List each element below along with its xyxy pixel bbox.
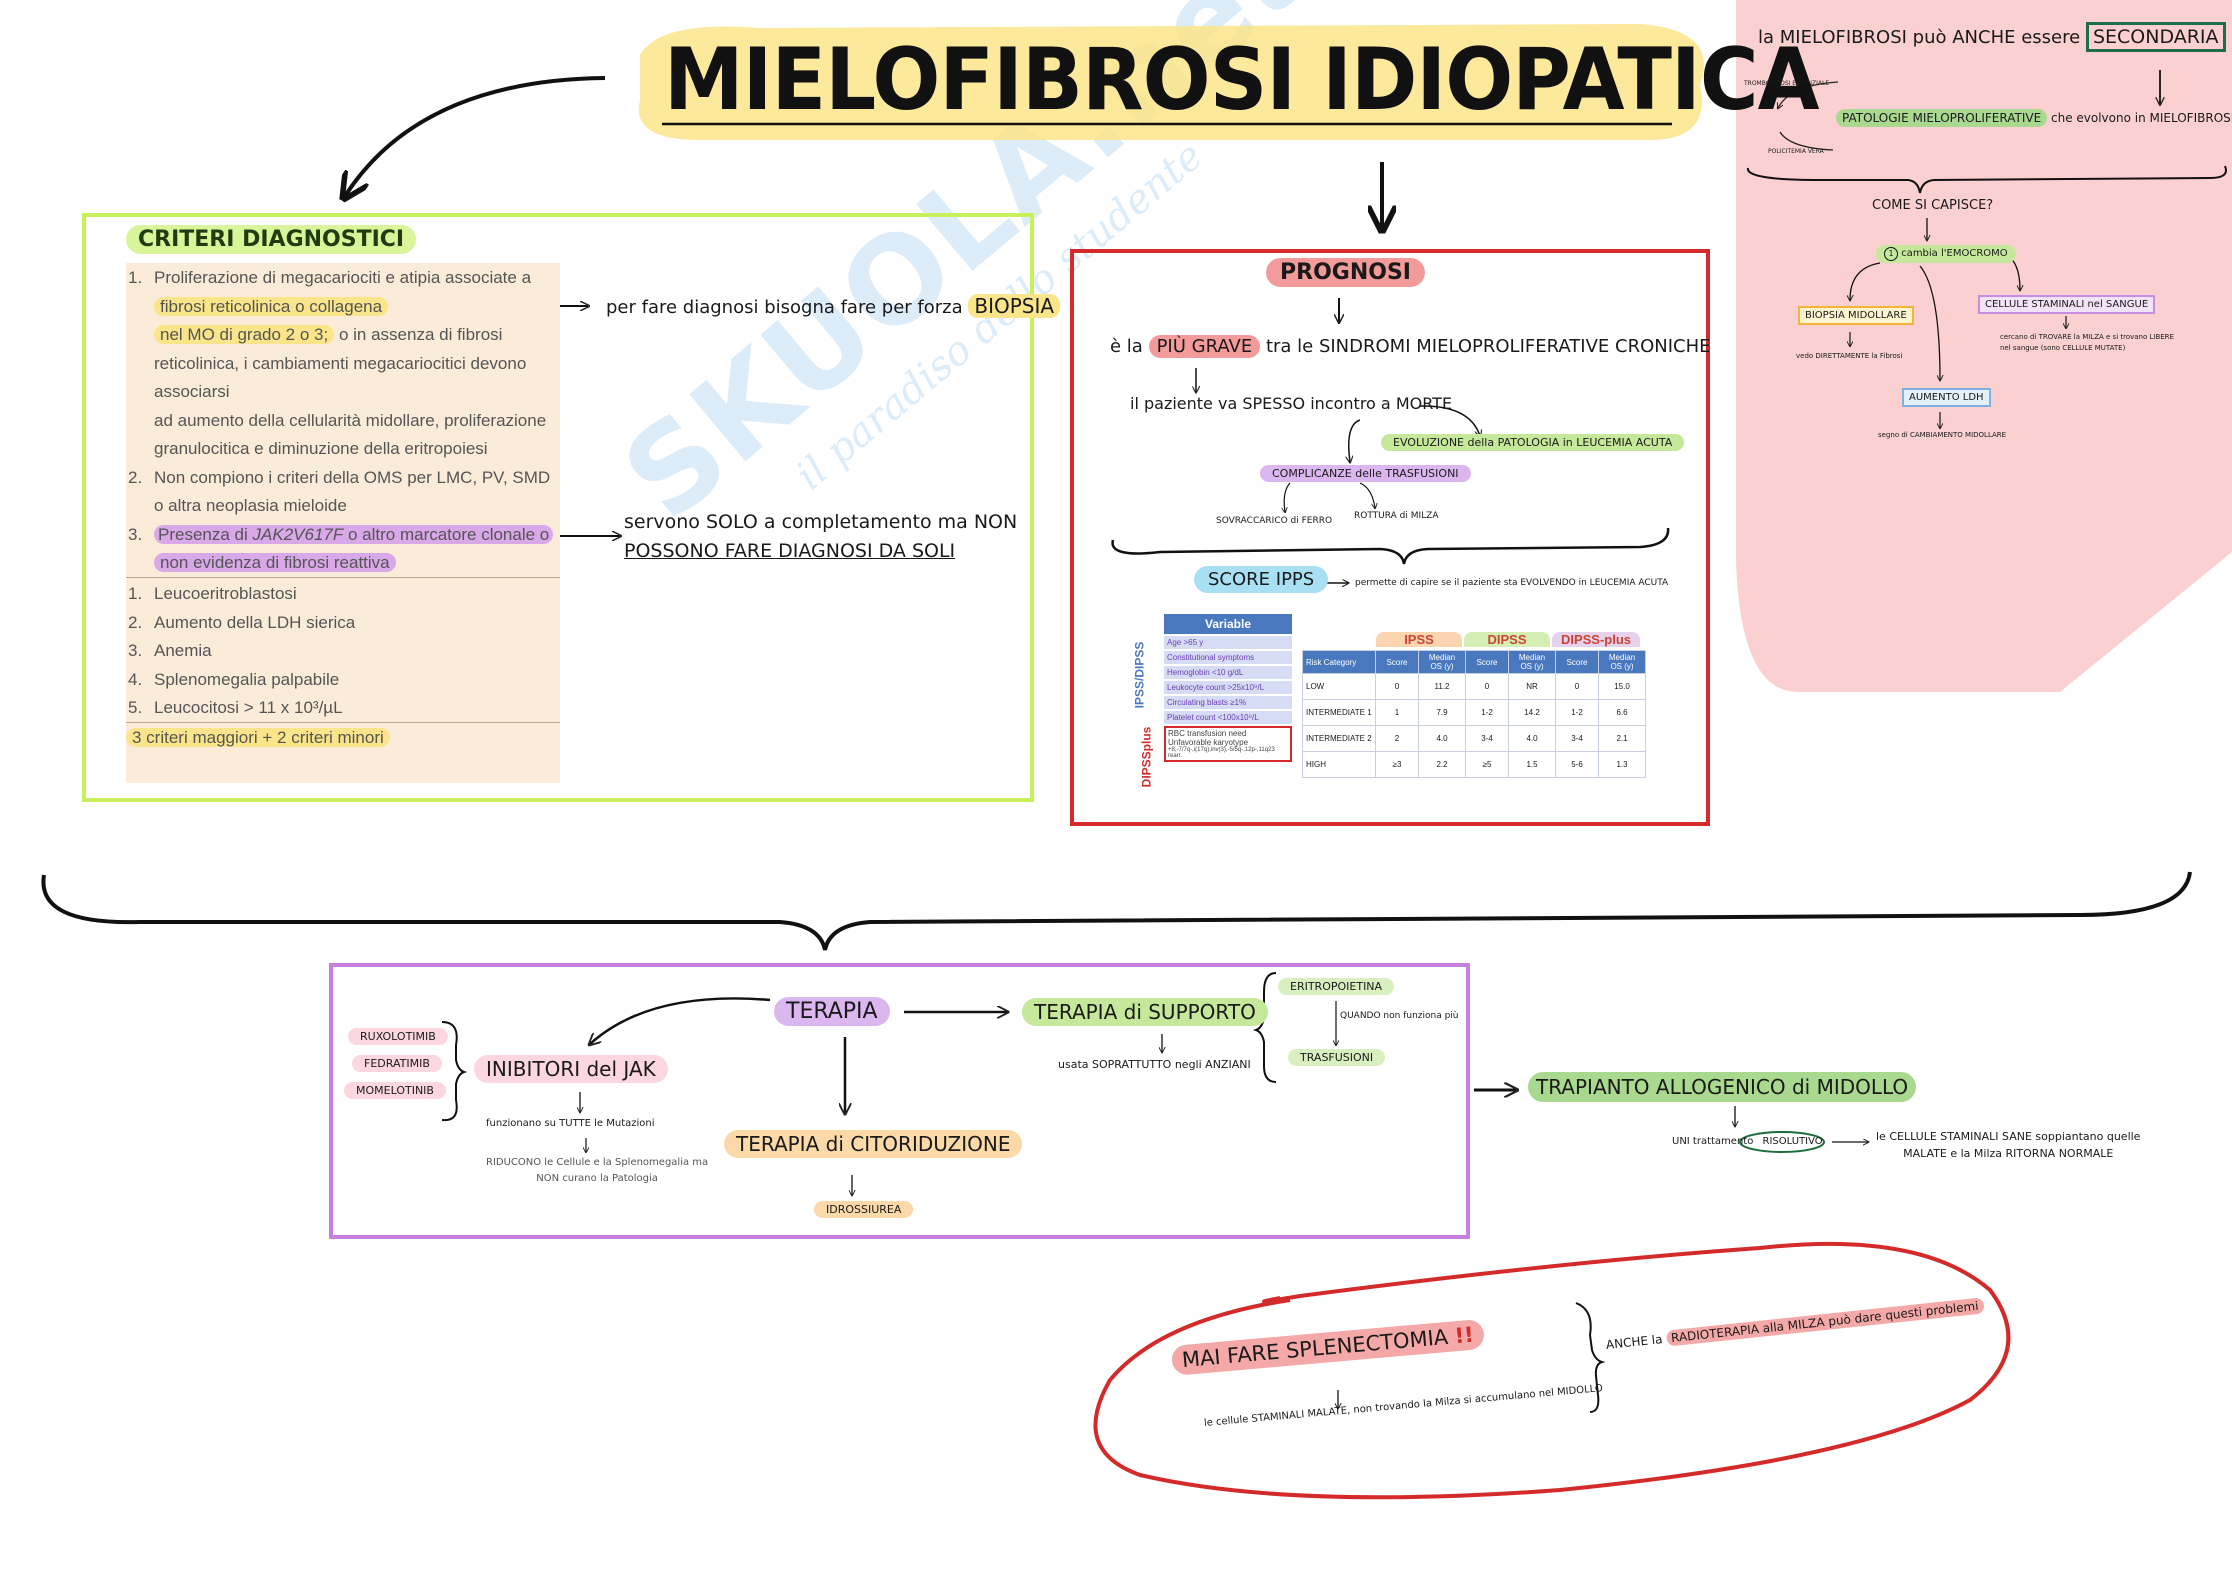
score-group-headers: IPSS DIPSS DIPSS-plus <box>1302 632 1646 650</box>
evolution-badge: EVOLUZIONE della PATOLOGIA in LEUCEMIA A… <box>1381 434 1685 451</box>
biopsia-note: vedo DIRETTAMENTE la Fibrosi <box>1796 352 1903 360</box>
highlight-mo-grado: nel MO di grado 2 o 3; <box>154 325 335 344</box>
transplant-badge: TRAPIANTO ALLOGENICO di MIDOLLO <box>1528 1072 1917 1102</box>
criteria-panel-bg <box>126 263 560 783</box>
criteria-heading: CRITERI DIAGNOSTICI <box>126 225 417 254</box>
support-badge: TERAPIA di SUPPORTO <box>1022 998 1268 1026</box>
criteria-minor-1: 1.Leucoeritroblastosi <box>128 584 297 603</box>
ldh-note: segno di CAMBIAMENTO MIDOLLARE <box>1878 431 2007 439</box>
secondary-title: la MIELOFIBROSI può ANCHE essere SECONDA… <box>1758 22 2226 52</box>
trasfusioni-badge: TRASFUSIONI <box>1288 1049 1386 1066</box>
cito-badge: TERAPIA di CITORIDUZIONE <box>724 1130 1023 1158</box>
variables-header: Variable <box>1164 614 1292 634</box>
patologie-highlight: PATOLOGIE MIELOPROLIFERATIVE <box>1836 109 2048 127</box>
criteria-minor-2: 2.Aumento della LDH sierica <box>128 612 356 632</box>
biopsy-highlight: BIOPSIA <box>968 294 1061 318</box>
prognosis-line2: il paziente va SPESSO incontro a MORTE <box>1130 394 1453 413</box>
item-num: 1. <box>128 268 143 287</box>
dipssplus-variables: RBC transfusion need Unfavorable karyoty… <box>1164 726 1292 762</box>
highlight-jak2: Presenza di JAK2V617F o altro marcatore … <box>154 524 554 544</box>
criteria-major-3: 3.Presenza di JAK2V617F o altro marcator… <box>128 521 568 578</box>
complications-badge: COMPLICANZE delle TRASFUSIONI <box>1260 465 1471 482</box>
iron-note: SOVRACCARICO di FERRO <box>1216 516 1333 526</box>
drug-ruxolotimib: RUXOLOTIMIB <box>348 1028 448 1045</box>
highlight-fibrosi: fibrosi reticolinica o collagena <box>154 296 389 316</box>
biopsy-note: per fare diagnosi bisogna fare per forza… <box>606 294 1061 318</box>
secondaria-box: SECONDARIA <box>2085 22 2226 52</box>
ldh-box: AUMENTO LDH <box>1902 388 1991 407</box>
score-variables: Variable Age >65 y Constitutional sympto… <box>1164 614 1292 762</box>
therapy-heading: TERAPIA <box>774 997 890 1026</box>
cellule-box: CELLULE STAMINALI nel SANGUE <box>1978 295 2156 314</box>
jak-note: funzionano su TUTTE le Mutazioni <box>486 1118 655 1129</box>
criteria-divider-2 <box>126 722 560 723</box>
jak-note-2: RIDUCONO le Cellule e la Splenomegalia m… <box>486 1157 709 1184</box>
criteria-minor-4: 4.Splenomegalia palpabile <box>128 669 340 689</box>
page-title: MIELOFIBROSI IDIOPATICA <box>664 30 1820 130</box>
prognosis-line1: è la PIÙ GRAVE tra le SINDROMI MIELOPROL… <box>1110 335 1711 358</box>
drug-fedratimib: FEDRATIMIB <box>352 1055 442 1072</box>
idrossiurea-badge: IDROSSIUREA <box>814 1201 914 1218</box>
trombo-note: TROMBOCITOSI ESSENZIALE <box>1744 80 1830 87</box>
criteria-major-2: 2.Non compiono i criteri della OMS per L… <box>128 467 551 516</box>
score-ipps-badge: SCORE IPPS <box>1194 566 1329 593</box>
solo-note: servono SOLO a completamento ma NON POSS… <box>624 511 1018 562</box>
transplant-note: UNI trattamento RISOLUTIVO <box>1672 1136 1823 1147</box>
criteria-rule: 3 criteri maggiori + 2 criteri minori <box>126 724 390 753</box>
criteria-major-1: 1.Proliferazione di megacariociti e atip… <box>128 264 568 464</box>
support-note: usata SOPRATTUTTO negli ANZIANI <box>1058 1058 1251 1071</box>
drug-momelotinib: MOMELOTINIB <box>344 1082 446 1099</box>
criteria-minor-list: 1.Leucoeritroblastosi 2.Aumento della LD… <box>128 580 568 723</box>
criteria-major-list: 1.Proliferazione di megacariociti e atip… <box>128 264 568 578</box>
risolutivo-circled: RISOLUTIVO <box>1762 1136 1823 1147</box>
emocromo-badge: 1 cambia l'EMOCROMO <box>1876 245 2016 263</box>
side-label-dipssplus: DIPSSplus <box>1139 726 1154 788</box>
prognosis-heading: PROGNOSI <box>1266 258 1425 287</box>
come-si-capisce: COME SI CAPISCE? <box>1872 198 1994 213</box>
risk-table-wrap: IPSS DIPSS DIPSS-plus Risk Category Scor… <box>1302 632 1646 778</box>
criteria-minor-3: 3.Anemia <box>128 641 212 660</box>
epo-note: QUANDO non funziona più <box>1340 1011 1459 1021</box>
side-label-ipss: IPSS/DIPSS <box>1132 641 1147 709</box>
piu-grave-highlight: PIÙ GRAVE <box>1148 335 1261 358</box>
spleen-note: ROTTURA di MILZA <box>1354 511 1439 521</box>
highlight-fibrosi-reattiva: non evidenza di fibrosi reattiva <box>154 553 396 572</box>
criteria-divider <box>126 577 560 578</box>
transplant-result: le CELLULE STAMINALI SANE soppiantano qu… <box>1876 1130 2141 1160</box>
cellule-note: cercano di TROVARE la MILZA e si trovano… <box>2000 333 2174 352</box>
patologie-line: PATOLOGIE MIELOPROLIFERATIVE che evolvon… <box>1836 109 2232 127</box>
jak-badge: INIBITORI del JAK <box>474 1055 668 1083</box>
criteria-minor-5: 5.Leucocitosi > 11 x 10³/µL <box>128 698 343 717</box>
poli-note: POLICITEMIA VERA <box>1768 148 1824 155</box>
circle-1-icon: 1 <box>1884 247 1898 261</box>
score-note: permette di capire se il paziente sta EV… <box>1355 578 1669 588</box>
epo-badge: ERITROPOIETINA <box>1278 978 1395 995</box>
warning-mark: !! <box>1453 1322 1475 1349</box>
biopsia-box: BIOPSIA MIDOLLARE <box>1798 306 1914 325</box>
